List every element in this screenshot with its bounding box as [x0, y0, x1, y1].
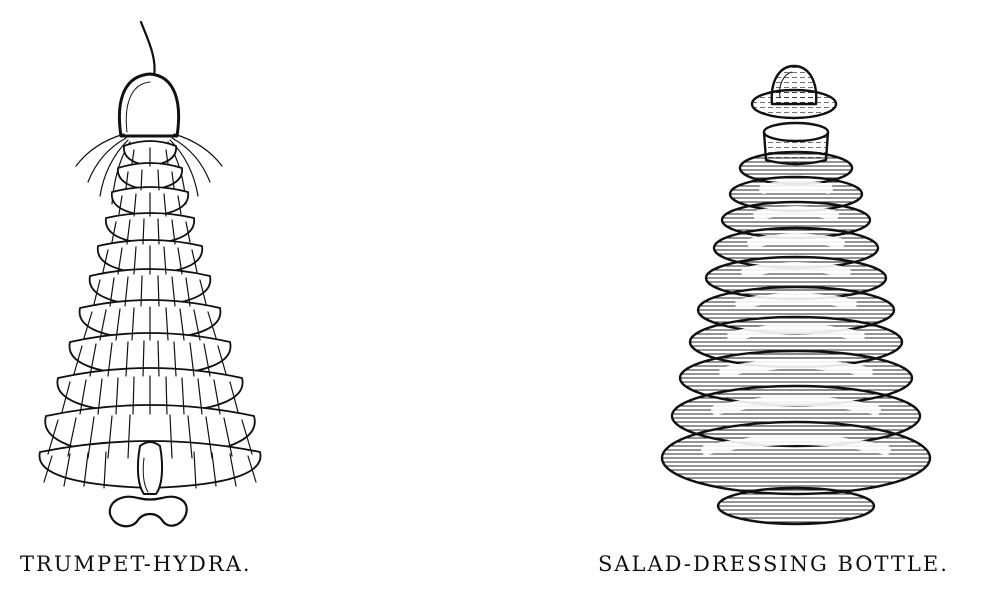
- caption-salad-dressing-bottle: SALAD-DRESSING BOTTLE.: [598, 552, 949, 576]
- salad-dressing-bottle-drawing: [660, 64, 932, 526]
- trumpet-hydra-drawing: [38, 20, 262, 528]
- caption-trumpet-hydra: TRUMPET-HYDRA.: [20, 552, 252, 576]
